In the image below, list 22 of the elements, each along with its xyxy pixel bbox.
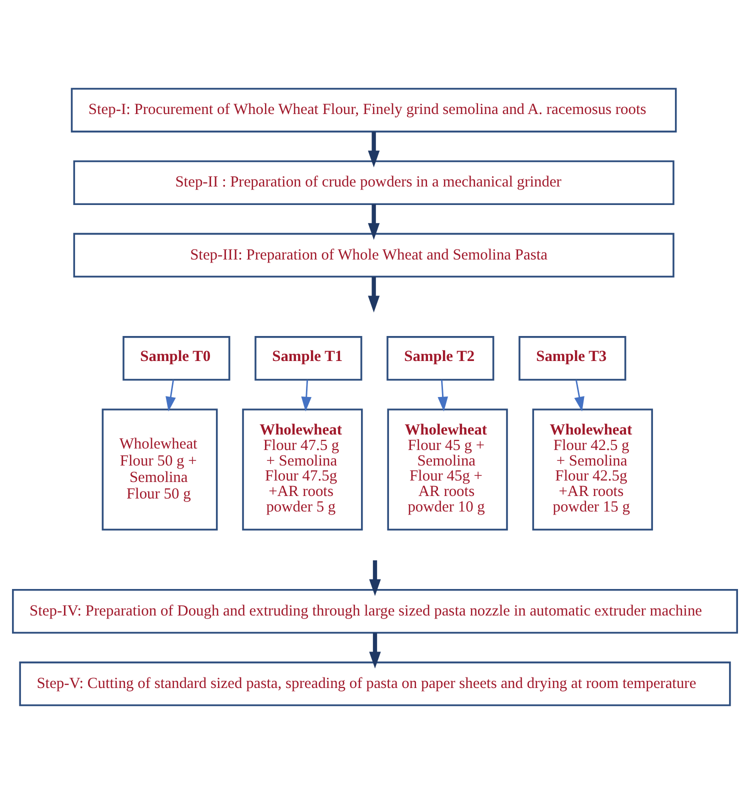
arrow (369, 632, 381, 668)
node-box: Step-IV: Preparation of Dough and extruding through large sized pasta nozzle in automatic extruder machine (12, 589, 738, 634)
node-box: Step-II : Preparation of crude powders in a mechanical grinder (73, 160, 674, 205)
arrow (368, 132, 380, 168)
node-box: Step-III: Preparation of Whole Wheat and Semolina Pasta (73, 232, 674, 278)
node-box: Sample T3 (518, 336, 626, 381)
node-box: Wholewheat Flour 47.5 g + Semolina Flour 47.5g +AR roots powder 5 g (242, 408, 363, 530)
node-box: Wholewheat Flour 45 g + Semolina Flour 45g + AR roots powder 10 g (387, 408, 508, 530)
arrow (301, 380, 312, 412)
arrow (368, 276, 380, 312)
arrow (574, 380, 584, 412)
arrow (438, 380, 448, 412)
node-box: Sample T2 (386, 336, 494, 381)
node-box: Step-I: Procurement of Whole Wheat Flour, Finely grind semolina and A. racemosus roots (70, 88, 677, 132)
node-box: Sample T1 (254, 336, 362, 381)
node-box: Wholewheat Flour 42.5 g + Semolina Flour 42.5g +AR roots powder 15 g (532, 408, 653, 530)
node-box: Sample T0 (122, 336, 230, 381)
node-box: Step-V: Cutting of standard sized pasta, spreading of pasta on paper sheets and drying at room temperature (19, 662, 731, 706)
arrow (368, 204, 380, 240)
arrow (166, 380, 176, 412)
node-box: Wholewheat Flour 50 g + Semolina Flour 50 g (102, 408, 218, 530)
arrow (369, 560, 381, 596)
